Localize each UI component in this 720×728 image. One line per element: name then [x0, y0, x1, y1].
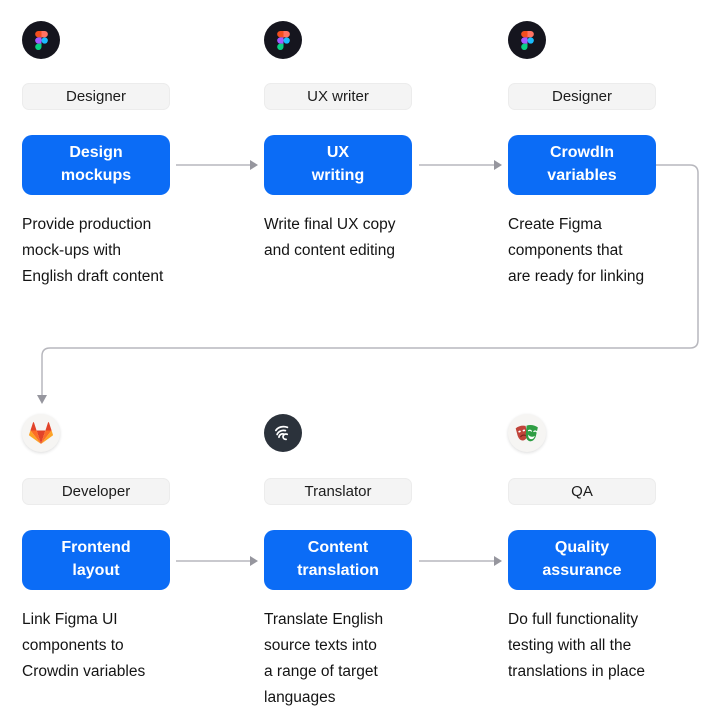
role-badge: Developer: [22, 478, 170, 505]
step-description: Translate English source texts into a ra…: [264, 611, 384, 706]
step-box: CrowdIn variables: [508, 135, 656, 195]
step-content-translation: Translator Content translation Translate…: [264, 414, 412, 711]
step-description: Do full functionality testing with all t…: [508, 611, 645, 680]
step-ux-writing: UX writer UX writing Write final UX copy…: [264, 21, 412, 264]
step-description: Write final UX copy and content editing: [264, 216, 396, 259]
step-quality-assurance: QA Quality assurance Do full functionali…: [508, 414, 656, 685]
step-design-mockups: Designer Design mockups Provide producti…: [22, 21, 170, 290]
step-frontend-layout: Developer Frontend layout Link Figma UI …: [22, 414, 170, 685]
step-description: Create Figma components that are ready f…: [508, 216, 645, 285]
step-description: Link Figma UI components to Crowdin vari…: [22, 611, 146, 680]
step-box: Content translation: [264, 530, 412, 590]
step-crowdin-variables: Designer CrowdIn variables Create Figma …: [508, 21, 656, 290]
step-box: Frontend layout: [22, 530, 170, 590]
step-box: Quality assurance: [508, 530, 656, 590]
crowdin-icon: [264, 414, 302, 452]
gitlab-icon: [22, 414, 60, 452]
step-box: UX writing: [264, 135, 412, 195]
role-badge: Designer: [508, 83, 656, 110]
figma-icon: [508, 21, 546, 59]
role-badge: UX writer: [264, 83, 412, 110]
step-box: Design mockups: [22, 135, 170, 195]
role-badge: Translator: [264, 478, 412, 505]
figma-icon: [22, 21, 60, 59]
theater-masks-icon: [508, 414, 546, 452]
figma-icon: [264, 21, 302, 59]
role-badge: Designer: [22, 83, 170, 110]
role-badge: QA: [508, 478, 656, 505]
step-description: Provide production mock-ups with English…: [22, 216, 164, 285]
